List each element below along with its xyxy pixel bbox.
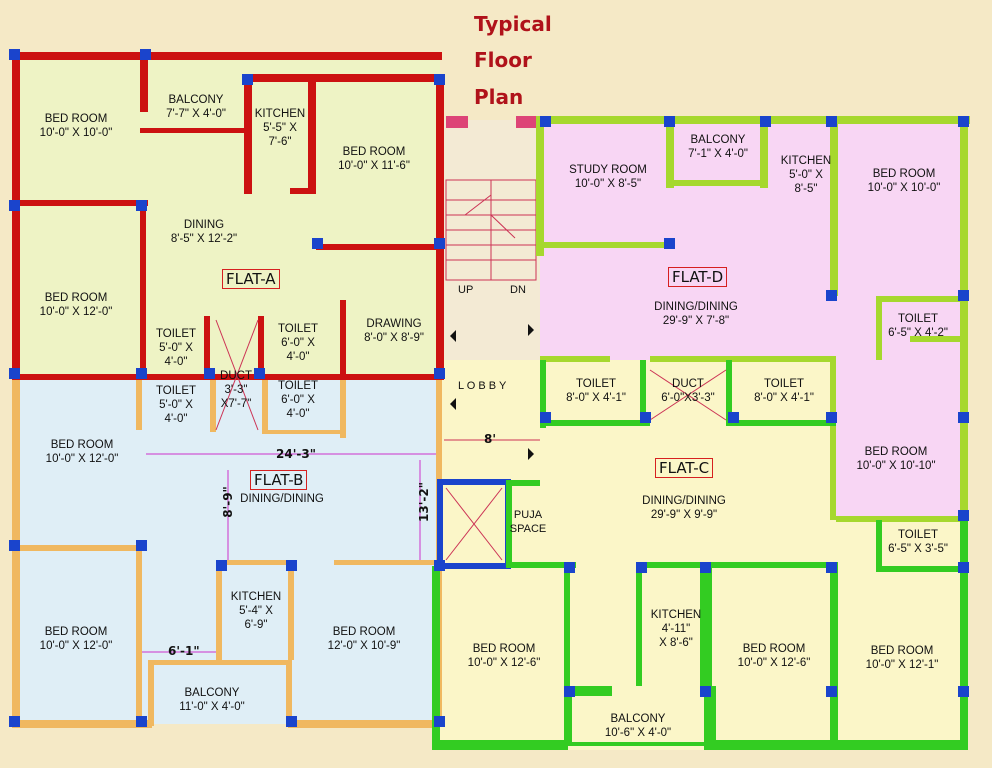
flat-d-bedroom-1: BED ROOM 10'-0" X 10'-0" [867,168,941,194]
flat-c-bedroom-3: BED ROOM 10'-0" X 12'-1" [865,645,939,671]
lobby-label: L O B B Y [458,380,507,392]
title-line-1: Typical [474,12,552,36]
title-line-3: Plan [474,85,524,109]
flat-b-kitchen: KITCHEN 5'-4" X 6'-9" [230,591,282,631]
structural-columns [9,49,969,727]
flat-b-bedroom-2: BED ROOM 10'-0" X 12'-0" [39,626,113,652]
flat-d-toilet-1: TOILET 6'-5" X 4'-2" [888,313,948,339]
flat-d-dining: DINING/DINING 29'-9" X 7'-8" [654,301,738,327]
dimension-lines [142,453,436,653]
flat-c-duct: DUCT 6'-0"X3'-3" [661,378,715,404]
flat-c-balcony: BALCONY 10'-6" X 4'-0" [604,713,672,739]
flat-a-area [16,56,440,376]
flat-b-toilet-1: TOILET 5'-0" X 4'-0" [155,385,197,425]
flat-d-walls [536,116,970,526]
flat-a-kitchen: KITCHEN 5'-5" X 7'-6" [254,108,306,148]
flat-a-drawing: DRAWING 8'-0" X 8'-9" [364,318,424,344]
flat-a-label: FLAT-A [222,269,280,289]
flat-c-area [440,360,836,750]
flat-d-label: FLAT-D [668,267,728,287]
flat-c-label: FLAT-C [655,458,714,478]
flat-b-balcony: BALCONY 11'-0" X 4'-0" [179,687,245,713]
flat-a-toilet-1: TOILET 5'-0" X 4'-0" [155,328,197,368]
flat-b-bedroom-1: BED ROOM 10'-0" X 12'-0" [45,439,119,465]
flat-c-dining: DINING/DINING 29'-9" X 9'-9" [642,495,726,521]
flat-d-toilet-2: TOILET 6'-5" X 3'-5" [888,529,948,555]
flat-d-balcony: BALCONY 7'-1" X 4'-0" [688,134,748,160]
flat-d-area-right [836,360,964,520]
flat-d-study-room: STUDY ROOM 10'-0" X 8'-5" [569,164,647,190]
flat-c-toilet-1: TOILET 8'-0" X 4'-1" [566,378,626,404]
flat-b-bedroom-3: BED ROOM 12'-0" X 10'-9" [327,626,401,652]
flat-a-bedroom-2: BED ROOM 10'-0" X 11'-6" [338,146,410,172]
flat-b-small-dimension: 6'-1" [168,644,200,658]
door-markers [450,324,534,460]
flat-b-label: FLAT-B [250,470,308,490]
lobby-dimension: 8' [484,432,497,446]
stair-down-label: DN [510,284,526,296]
flat-c-walls [432,360,968,750]
lobby-top-wall [446,116,538,128]
flat-c-bedroom-1: BED ROOM 10'-0" X 12'-6" [467,643,541,669]
flat-b-vertical-dimension-2: 13'-2" [416,482,431,522]
flat-c-kitchen: KITCHEN 4'-11" X 8'-6" [650,609,702,649]
title-line-2: Floor [474,48,532,72]
flat-c-toilet-2: TOILET 8'-0" X 4'-1" [754,378,814,404]
flat-b-vertical-dimension-1: 8'-9" [220,486,235,518]
flat-a-toilet-2: TOILET 6'-0" X 4'-0" [277,323,319,363]
flat-a-bedroom-3: BED ROOM 10'-0" X 12'-0" [39,292,113,318]
flat-b-duct: DUCT 3'-3" X7'-7" [220,370,252,410]
flat-a-walls [12,52,444,380]
flat-c-bedroom-2: BED ROOM 10'-0" X 12'-6" [737,643,811,669]
flat-b-width-dimension: 24'-3" [276,447,316,461]
flat-c-area-right [836,520,964,750]
flat-d-kitchen: KITCHEN 5'-0" X 8'-5" [780,155,832,195]
flat-d-area [540,120,964,360]
flat-d-bedroom-2: BED ROOM 10'-0" X 10'-10" [856,446,936,472]
puja-space: PUJA SPACE [509,509,547,535]
flat-a-bedroom-1: BED ROOM 10'-0" X 10'-0" [39,113,113,139]
stair-lines [444,179,540,441]
flat-a-dining: DINING 8'-5" X 12'-2" [170,219,238,245]
stair-up-label: UP [458,284,474,296]
flat-a-balcony: BALCONY 7'-7" X 4'-0" [166,94,226,120]
flat-b-dining: DINING/DINING [240,493,324,505]
flat-b-toilet-2: TOILET 6'-0" X 4'-0" [277,380,319,420]
